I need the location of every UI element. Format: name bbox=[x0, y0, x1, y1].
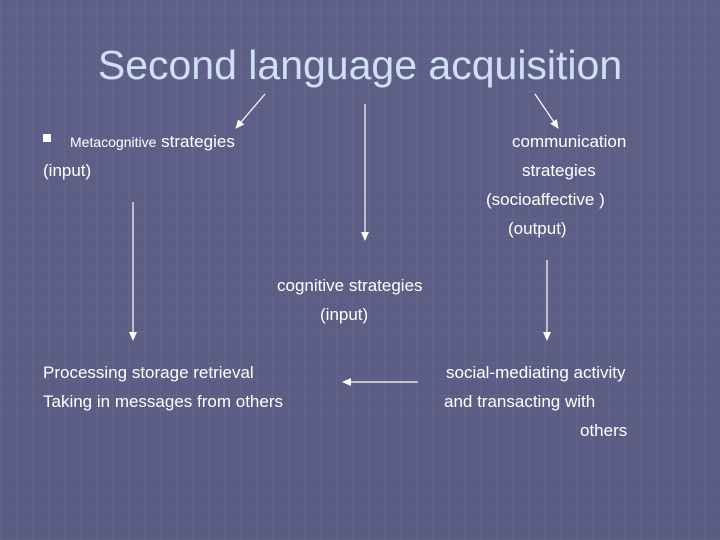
metacognitive-rest: strategies bbox=[156, 132, 235, 151]
transacting-label: and transacting with bbox=[444, 392, 596, 411]
output-label: (output) bbox=[508, 219, 567, 238]
taking-in-messages-label: Taking in messages from others bbox=[43, 392, 283, 411]
socioaffective-label: (socioaffective ) bbox=[486, 190, 605, 209]
cognitive-strategies-label: cognitive strategies bbox=[277, 276, 423, 295]
bullet-square bbox=[43, 134, 51, 142]
cognitive-input-label: (input) bbox=[320, 305, 369, 324]
communication-strategies-label: strategies bbox=[522, 161, 596, 180]
arrow-title-to-metacognitive bbox=[235, 93, 266, 129]
social-mediating-label: social-mediating activity bbox=[446, 363, 626, 382]
slide-title: Second language acquisition bbox=[97, 42, 623, 88]
processing-label: Processing storage retrieval bbox=[43, 363, 254, 382]
metacognitive-prefix: Metacognitive bbox=[70, 134, 157, 150]
communication-label: communication bbox=[512, 132, 627, 151]
arrow-title-to-communication bbox=[534, 93, 559, 129]
metacognitive-input-label: (input) bbox=[43, 161, 92, 180]
others-label: others bbox=[580, 421, 628, 440]
metacognitive-strategies-label: Metacognitive strategies bbox=[70, 127, 235, 157]
